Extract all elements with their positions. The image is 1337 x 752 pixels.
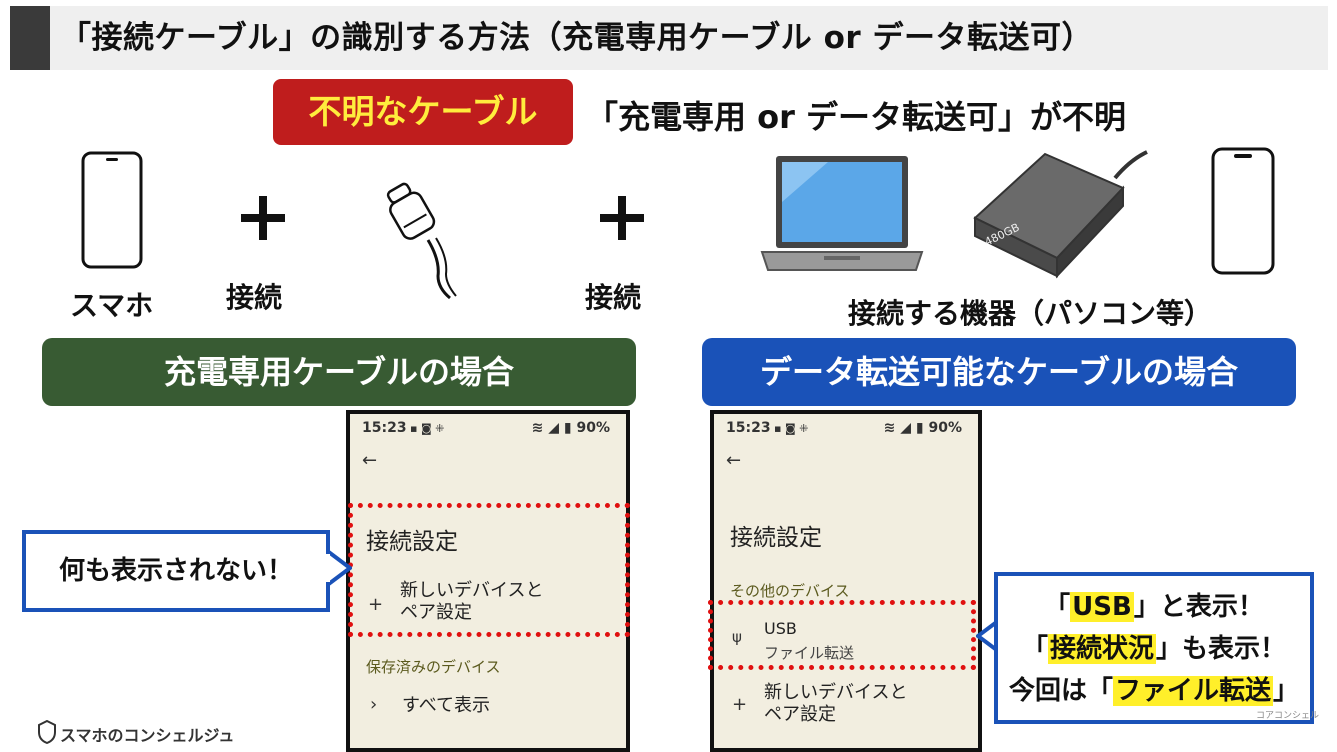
saved-devices-subhead: 保存済みのデバイス xyxy=(366,658,501,676)
no-display-callout-text: 何も表示されない！ xyxy=(58,556,293,586)
usb-icon: ψ xyxy=(732,628,742,646)
title-accent xyxy=(10,6,50,70)
usb-item[interactable]: USB xyxy=(764,619,797,638)
usb-highlight-box xyxy=(708,600,976,670)
add-icon: + xyxy=(732,694,748,715)
chevron-right-icon: › xyxy=(370,694,378,715)
connection-settings-title: 接続設定 xyxy=(366,529,458,555)
plus-icon xyxy=(241,196,285,240)
connect-label-right: 接続 xyxy=(585,281,642,314)
data-case-banner-text: データ転送可能なケーブルの場合 xyxy=(759,353,1239,391)
charging-case-banner xyxy=(42,338,636,406)
smartphone-icon xyxy=(81,151,143,269)
shield-icon xyxy=(38,720,56,744)
other-devices-subhead: その他のデバイス xyxy=(730,582,850,600)
devices-label: 接続する機器（パソコン等） xyxy=(848,297,1213,330)
page-title: 「接続ケーブル」の識別する方法（充電専用ケーブル or データ転送可） xyxy=(60,20,1093,56)
connect-label-left: 接続 xyxy=(226,281,283,314)
laptop-icon xyxy=(760,156,924,271)
status-time: 15:23 xyxy=(726,420,771,436)
wifi-signal-icon: ≋ ◢ ▮ xyxy=(883,420,924,436)
no-display-callout xyxy=(22,530,330,612)
connection-status-highlight: 接続状況 xyxy=(1047,634,1156,664)
brand-footer: スマホのコンシェルジュ xyxy=(60,726,235,745)
unknown-cable-badge xyxy=(273,79,573,145)
status-icons: ▪ ◙ ⁜ xyxy=(410,422,445,435)
empty-highlight-box xyxy=(348,503,630,637)
battery-level: 90% xyxy=(928,420,962,436)
connection-settings-title: 接続設定 xyxy=(730,525,822,551)
external-hdd-icon: 480GB xyxy=(973,150,1148,279)
file-transfer-status: ファイル転送 xyxy=(764,644,855,662)
usb-c-cable-icon xyxy=(386,182,457,300)
smartphone-icon xyxy=(1211,147,1275,275)
back-arrow-icon[interactable]: ← xyxy=(726,450,742,471)
plus-icon xyxy=(600,196,644,240)
title-bar xyxy=(10,6,1328,70)
wifi-signal-icon: ≋ ◢ ▮ xyxy=(531,420,572,436)
status-icons: ▪ ◙ ⁜ xyxy=(774,422,809,435)
show-all-item[interactable]: すべて表示 xyxy=(402,695,491,716)
usb-highlight: USB xyxy=(1070,592,1134,622)
watermark: コアコンシェル xyxy=(1256,711,1320,721)
back-arrow-icon[interactable]: ← xyxy=(362,450,378,471)
battery-level: 90% xyxy=(576,420,610,436)
data-case-banner xyxy=(702,338,1296,406)
unknown-cable-badge-text: 不明なケーブル xyxy=(308,92,538,131)
charging-case-banner-text: 充電専用ケーブルの場合 xyxy=(163,353,515,391)
callout-pointer xyxy=(326,548,352,588)
data-screen: 15:23 ▪ ◙ ⁜ ≋ ◢ ▮ 90% ← 接続設定 その他のデバイス ψ … xyxy=(710,410,982,752)
unknown-cable-description: 「充電専用 or データ転送可」が不明 xyxy=(586,98,1127,136)
charging-screen: 15:23 ▪ ◙ ⁜ ≋ ◢ ▮ 90% ← 接続設定 + 新しいデバイスと … xyxy=(346,410,630,752)
status-time: 15:23 xyxy=(362,420,407,436)
pair-new-device-item[interactable]: 新しいデバイスと ペア設定 xyxy=(764,682,908,725)
add-icon: + xyxy=(368,594,384,615)
file-transfer-highlight: ファイル転送 xyxy=(1112,676,1273,706)
smartphone-label: スマホ xyxy=(70,289,154,322)
usb-display-callout-text: 「USB」と表示！ 「接続状況」も表示！ 今回は「ファイル転送」 xyxy=(1008,592,1300,706)
pair-new-device-item[interactable]: 新しいデバイスと ペア設定 xyxy=(400,580,544,623)
